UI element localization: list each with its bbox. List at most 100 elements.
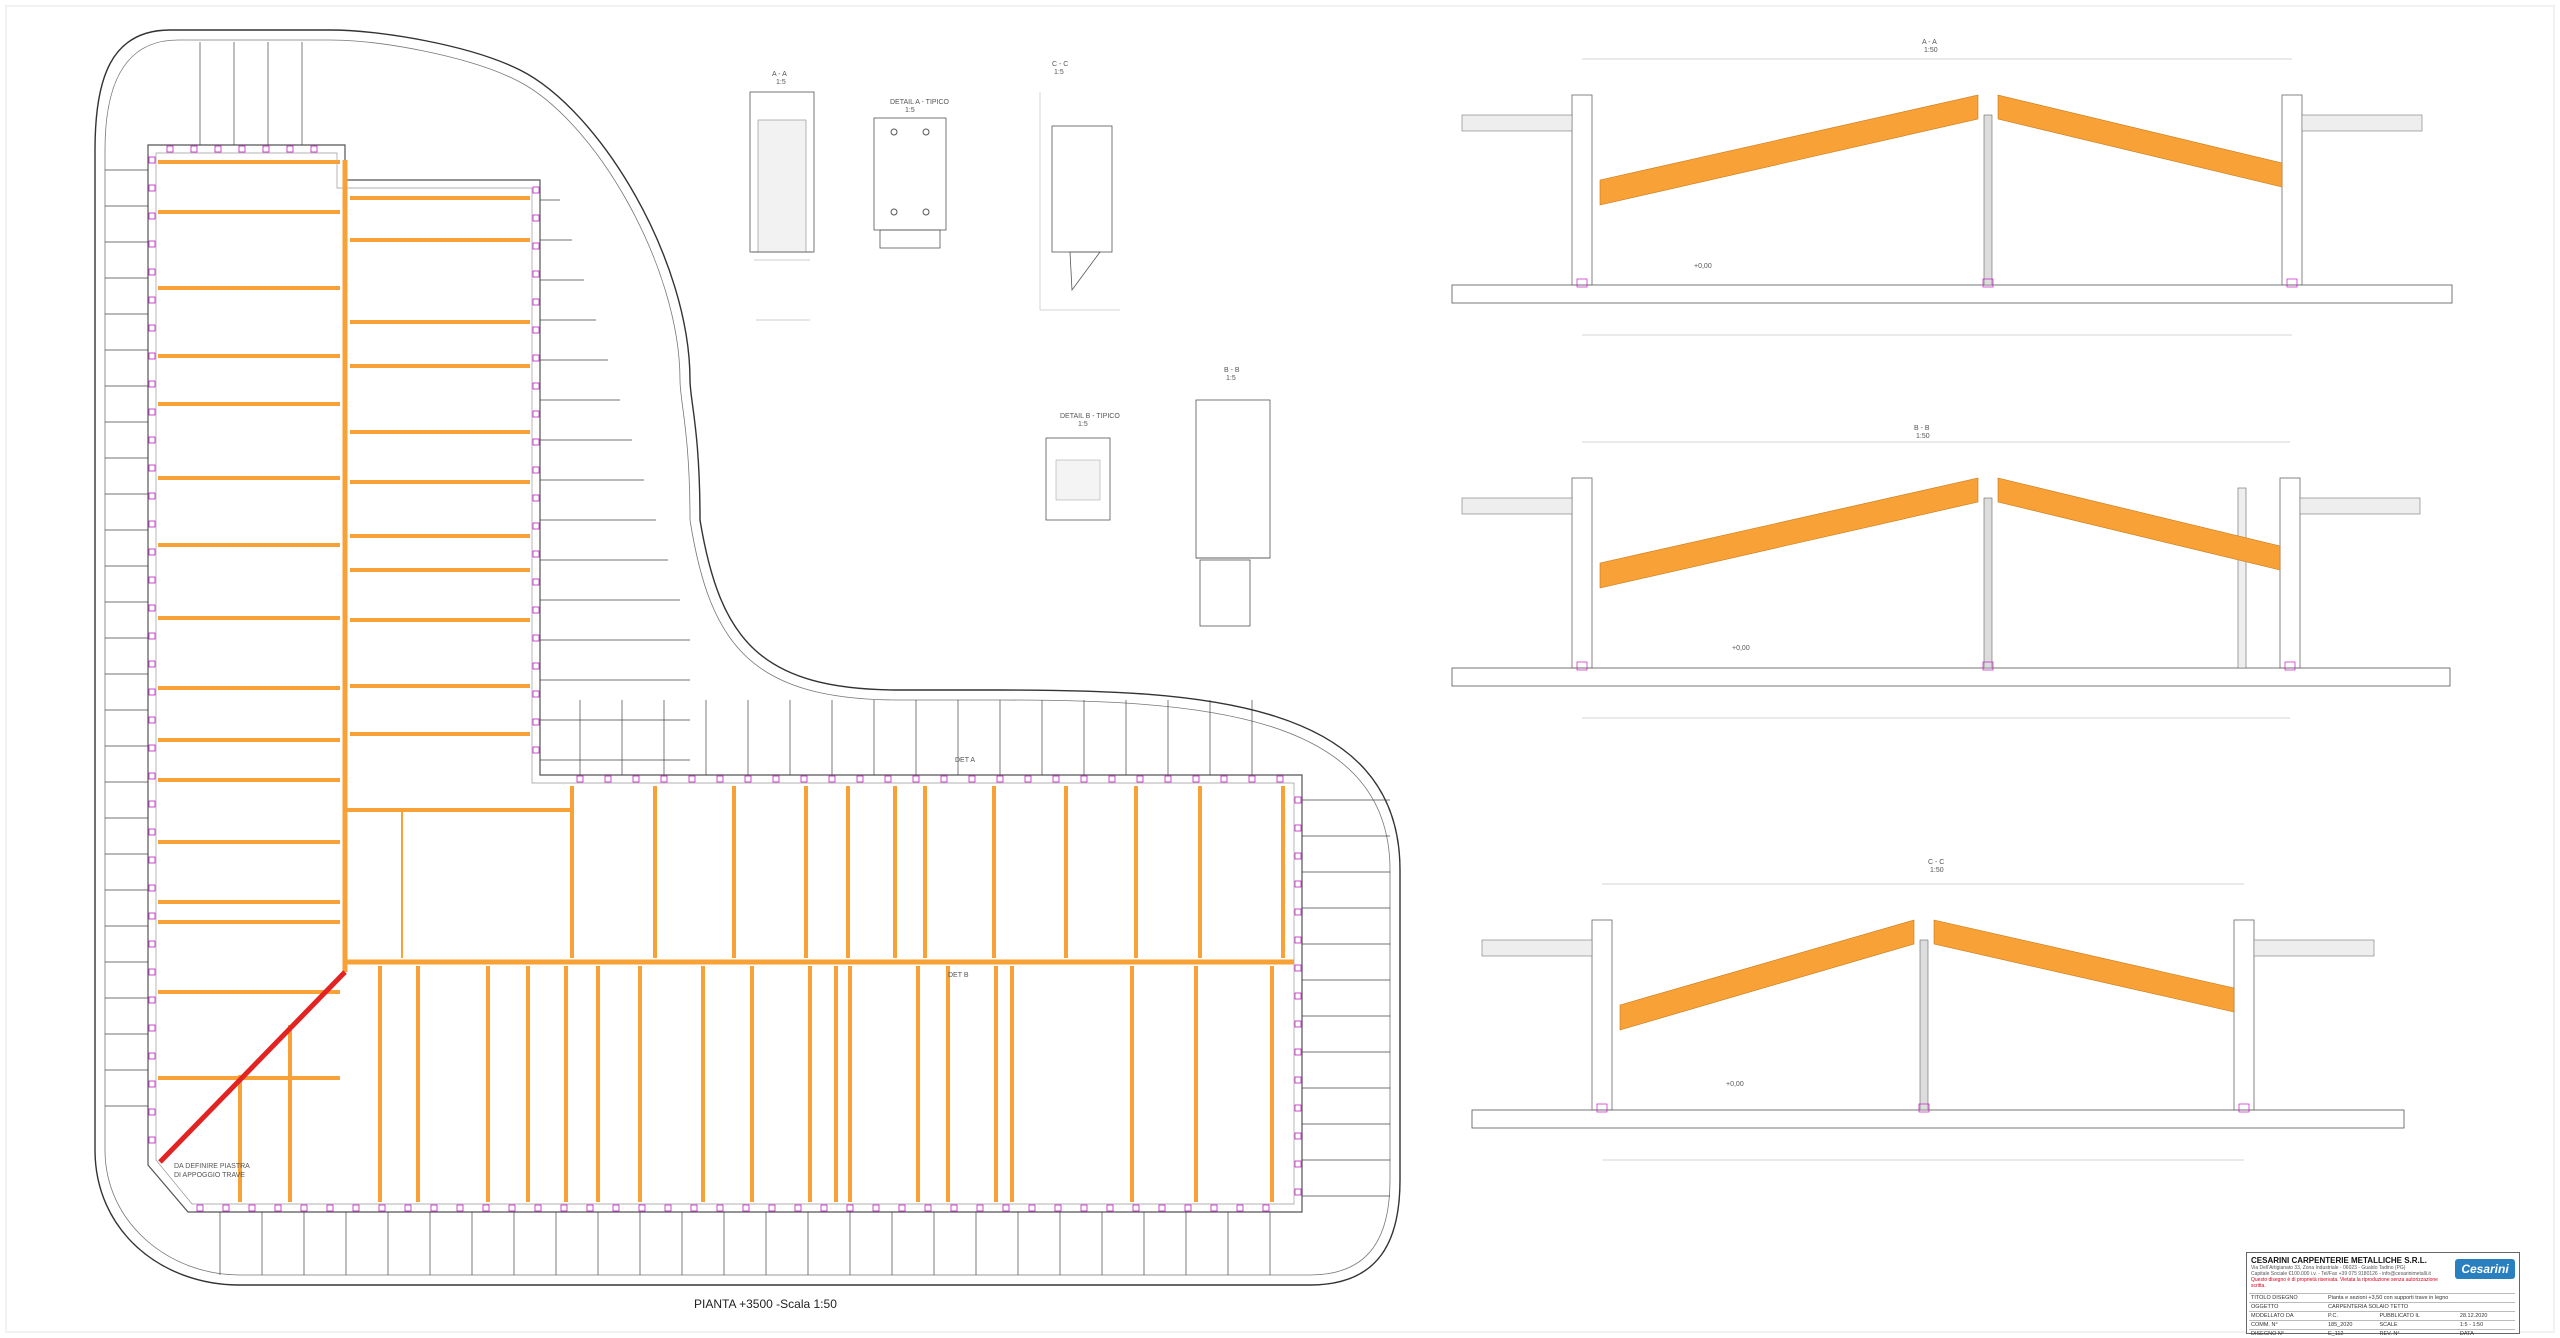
anchor-marker [586,1204,594,1212]
anchor-marker [404,1204,412,1212]
detail-a-a-scale: 1:5 [776,79,786,86]
anchor-marker [1158,1204,1166,1212]
plan-outer-edge [94,29,1401,1286]
anchor-marker [772,775,780,783]
cell: MODELLATO DA [2249,1311,2326,1321]
anchor-marker [716,775,724,783]
anchor-marker [532,354,540,362]
det-a-label: DET A [955,757,975,764]
anchor-marker [532,242,540,250]
anchor-marker [378,1204,386,1212]
anchor-marker [1132,1204,1140,1212]
anchor-marker [532,410,540,418]
outrigger-beam [2301,114,2423,132]
title-block-table: TITOLO DISEGNO Pianta e sezioni +3,50 co… [2249,1293,2515,1338]
title-row: COMM. N° 185_2020 SCALE 1:5 - 1:50 [2249,1320,2515,1330]
section-3-title: C - C [1928,859,1944,866]
anchor-marker [1294,908,1302,916]
section-1-scale: 1:50 [1924,47,1938,54]
anchor-marker [1576,278,1588,288]
anchor-marker [222,1204,230,1212]
anchor-marker [638,1204,646,1212]
elevation-sections [1451,58,2453,1161]
anchor-marker [1164,775,1172,783]
anchor-marker [1596,1103,1608,1113]
detail-b-b-scale: 1:5 [1226,375,1236,382]
rafter-right [1933,919,2235,1013]
anchor-marker [148,856,156,864]
rafter-left [1599,94,1979,206]
anchor-marker [532,298,540,306]
cell: DATA [2457,1329,2515,1338]
intermediate-post [2237,487,2247,669]
title-row: TITOLO DISEGNO Pianta e sezioni +3,50 co… [2249,1293,2515,1303]
anchor-marker [744,775,752,783]
anchor-marker [742,1204,750,1212]
copyright-warning: Questo disegno è di proprietà riservata.… [2251,1277,2438,1289]
anchor-marker [968,775,976,783]
detail-a-a-title: A - A [772,71,787,78]
ridge-post [1919,939,1929,1111]
anchor-marker [1080,1204,1088,1212]
anchor-marker [2286,278,2298,288]
anchor-marker [1294,1048,1302,1056]
anchor-marker [326,1204,334,1212]
anchor-marker [148,1108,156,1116]
detail-a-a: A - A 1:5 [749,71,815,321]
anchor-marker [1294,992,1302,1000]
ground-slab [1451,284,2453,304]
column-post [1571,477,1593,669]
plan-outer-edge-inner [104,39,1391,1276]
title-row: MODELLATO DA P.C. PUBBLICATO IL 28.12.20… [2249,1311,2515,1321]
ridge-post [1983,114,1993,286]
det-b-label: DET B [948,972,969,979]
anchor-marker [148,156,156,164]
anchor-marker [148,212,156,220]
anchor-marker [1106,1204,1114,1212]
anchor-marker [286,145,294,153]
cesarini-logo: Cesarini [2455,1259,2515,1279]
detail-b-typical-scale: 1:5 [1078,421,1088,428]
anchor-marker [950,1204,958,1212]
outrigger-beam [1481,939,1593,957]
anchor-marker [1136,775,1144,783]
anchor-marker [532,606,540,614]
anchor-marker [532,634,540,642]
ridge-post [1983,497,1993,669]
anchor-marker [1576,661,1588,671]
anchor-marker [532,466,540,474]
cell: REV. N° [2377,1329,2458,1338]
anchor-marker [148,772,156,780]
anchor-marker [1052,775,1060,783]
anchor-marker [148,688,156,696]
anchor-marker [716,1204,724,1212]
anchor-marker [148,744,156,752]
anchor-marker [532,662,540,670]
cell: SCALE [2377,1320,2458,1330]
anchor-marker [148,576,156,584]
anchor-marker [532,186,540,194]
anchor-marker [532,382,540,390]
anchor-marker [190,145,198,153]
anchor-marker [660,775,668,783]
detail-b-b: B - B 1:5 [1195,367,1271,627]
company-contacts: Capitale Sociale €100.000 i.v. - Tel/Fax… [2251,1271,2431,1277]
anchor-marker [148,1080,156,1088]
anchor-marker [196,1204,204,1212]
anchor-marker [148,940,156,948]
anchor-marker [148,968,156,976]
anchor-marker [148,604,156,612]
anchor-markers [148,145,1302,1212]
anchor-marker [532,690,540,698]
cell: CARPENTERIA SOLAIO TETTO [2326,1302,2515,1312]
anchor-marker [996,775,1004,783]
anchor-marker [148,660,156,668]
anchor-marker [664,1204,672,1212]
anchor-marker [532,270,540,278]
anchor-marker [1294,964,1302,972]
anchor-marker [148,380,156,388]
anchor-marker [534,1204,542,1212]
anchor-marker [148,912,156,920]
cell: 185_2020 [2326,1320,2378,1330]
